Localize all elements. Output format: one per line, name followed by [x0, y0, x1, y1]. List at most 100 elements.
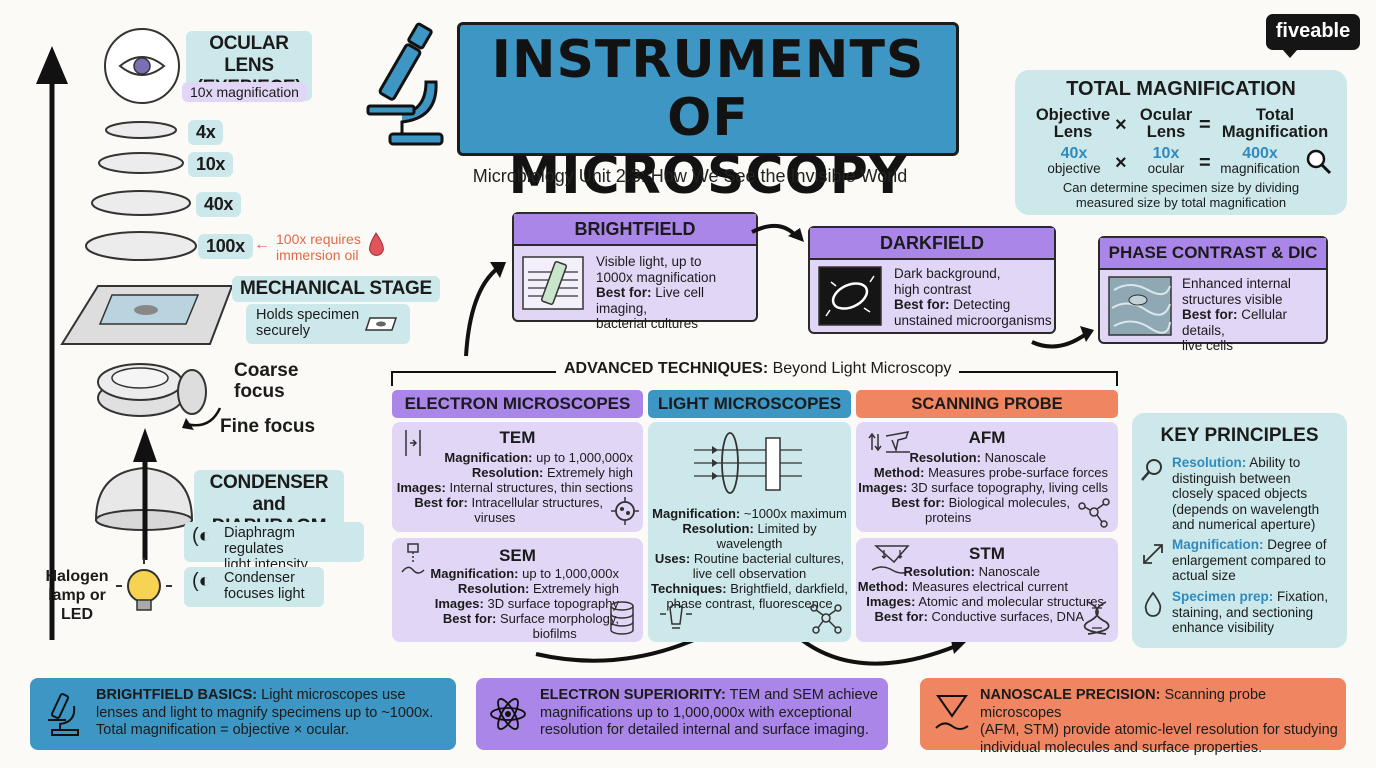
stm-res-label: Resolution: [903, 564, 975, 579]
magnifier-icon-2 [1141, 459, 1162, 481]
light-details: Magnification: ~1000x maximum Resolution… [648, 506, 851, 611]
molecule-icon [810, 604, 842, 634]
bf-basics-line2: lenses and light to magnify specimens up… [96, 704, 434, 721]
probe-beam-icon [401, 543, 425, 574]
lamp-line3: LED [61, 606, 93, 623]
arrow-head-2 [788, 228, 804, 242]
atom-icon [490, 698, 526, 730]
sem-best: Surface morphology, [500, 611, 619, 626]
key-principles-title: KEY PRINCIPLES [1160, 425, 1319, 446]
df-best-line2: unstained microorganisms [894, 312, 1052, 328]
note-line1: Can determine specimen size by dividing [1062, 180, 1300, 195]
stage-description: Holds specimen securely [246, 304, 410, 344]
obj-label-line1: Objective [1035, 106, 1111, 124]
afm-best-label: Best for: [891, 495, 945, 510]
sem-img: 3D surface topography [487, 596, 619, 611]
stm-method: Measures electrical current [911, 579, 1068, 594]
stage-desc-line2: securely [256, 323, 310, 339]
sem-res-label: Resolution: [457, 581, 530, 596]
title-line1: INSTRUMENTS OF [491, 30, 925, 148]
tem-panel: TEM Magnification: up to 1,000,000x Reso… [392, 422, 643, 532]
slide-icon [364, 317, 398, 331]
ocular-value: 10x ocular [1139, 145, 1193, 177]
np-line1: Scanning probe microscopes [980, 687, 1267, 721]
total-mag-note: Can determine specimen size by dividing … [1015, 180, 1347, 210]
arrow-head-3 [1080, 326, 1094, 342]
microscope-small-icon [48, 693, 79, 736]
bf-best-label: Best for: [596, 285, 652, 300]
darkfield-card: DARKFIELD Dark background, high contrast… [808, 226, 1056, 334]
tem-extra: viruses [474, 510, 516, 525]
np-line2: (AFM, STM) provide atomic-level resoluti… [980, 722, 1338, 738]
stm-best: Conductive surfaces, DNA [931, 609, 1084, 624]
mag-line3: actual size [1172, 568, 1236, 583]
advanced-techniques-label: ADVANCED TECHNIQUES: Beyond Light Micros… [556, 360, 960, 378]
bf-basics-line3: Total magnification = objective × ocular… [96, 722, 350, 738]
condenser-title-line1: CONDENSER and [209, 472, 329, 515]
times-sign-2: × [1115, 152, 1127, 174]
oil-note-line1: 100x requires [276, 231, 361, 247]
brightfield-text: Visible light, up to 1000x magnification… [596, 254, 756, 332]
resolution-line1: Ability to [1249, 455, 1301, 470]
stm-img-label: Images: [866, 594, 916, 609]
afm-method-label: Method: [873, 465, 925, 480]
stack-icon [610, 601, 634, 635]
es-line2: magnifications up to 1,000,000x with exc… [540, 704, 852, 721]
brightfield-card: BRIGHTFIELD Visible light, up to 1000x m… [512, 212, 758, 331]
sem-mag-label: Magnification: [430, 566, 519, 581]
resolution-principle: Resolution: Ability to distinguish betwe… [1172, 455, 1344, 533]
diaphragm-icon: (◐ [192, 525, 211, 547]
sem-res: Extremely high [533, 581, 619, 596]
ocular-title-line1: OCULAR LENS [209, 33, 289, 76]
objective-100x-label: 100x [198, 234, 253, 259]
bf-best-line2: bacterial cultures [596, 316, 699, 331]
prep-line2: staining, and sectioning [1172, 604, 1314, 620]
afm-res: Nanoscale [984, 450, 1046, 465]
df-line2: high contrast [894, 281, 972, 297]
lightbulb-icon [660, 603, 692, 629]
arrow-left-icon: ← [254, 236, 270, 253]
np-label: NANOSCALE PRECISION: [980, 687, 1161, 703]
phase-text: Enhanced internal structures visible Bes… [1182, 276, 1326, 354]
darkfield-title: DARKFIELD [810, 228, 1054, 260]
afm-details: Resolution: Nanoscale Method: Measures p… [858, 450, 1108, 525]
np-line3: individual molecules and surface propert… [980, 739, 1263, 756]
coarse-line2: focus [234, 381, 285, 402]
mag-line2: enlargement compared to [1172, 552, 1326, 568]
sem-title: SEM [499, 546, 536, 565]
times-sign: × [1115, 114, 1127, 136]
darkfield-text: Dark background, high contrast Best for:… [894, 266, 1052, 328]
pc-best-label: Best for: [1182, 307, 1238, 322]
coarse-line1: Coarse [234, 360, 299, 381]
afm-res-label: Resolution: [909, 450, 981, 465]
total-mag-header: Total Magnification [1219, 107, 1331, 141]
note-line2: measured size by total magnification [1075, 195, 1287, 210]
tem-best-label: Best for: [414, 495, 468, 510]
condenser-description: (◐ Condenser focuses light [184, 567, 324, 607]
page-title: INSTRUMENTS OF MICROSCOPY [460, 31, 956, 205]
light-column-header: LIGHT MICROSCOPES [648, 390, 851, 418]
pc-line2: structures visible [1182, 291, 1283, 307]
electron-superiority-text: ELECTRON SUPERIORITY: TEM and SEM achiev… [540, 687, 880, 740]
oc-unit: ocular [1147, 161, 1185, 176]
prep-line1: Fixation, [1277, 589, 1329, 604]
total-label-line1: Total [1255, 106, 1295, 124]
total-magnification-panel: TOTAL MAGNIFICATION Objective Lens × Ocu… [1015, 70, 1347, 215]
total-mag-title: TOTAL MAGNIFICATION [1066, 78, 1296, 100]
afm-title: AFM [968, 428, 1006, 447]
resolution-line3: closely spaced objects [1172, 486, 1308, 501]
advanced-bold: ADVANCED TECHNIQUES: [564, 360, 769, 377]
bf-basics-label: BRIGHTFIELD BASICS: [96, 687, 258, 703]
resolution-line4: (depends on wavelength [1172, 501, 1320, 517]
oc-value: 10x [1152, 145, 1180, 162]
light-mag: ~1000x maximum [743, 506, 847, 521]
objective-lens-header: Objective Lens [1033, 107, 1113, 141]
ocular-lens-header: Ocular Lens [1137, 107, 1195, 141]
magnification-principle: Magnification: Degree of enlargement com… [1172, 537, 1344, 584]
tem-res: Extremely high [547, 465, 633, 480]
objective-40x-label: 40x [196, 192, 242, 217]
obj-label-line2: Lens [1053, 123, 1093, 141]
light-res-label: Resolution: [682, 521, 754, 536]
protein-molecule-icon [1078, 498, 1110, 528]
